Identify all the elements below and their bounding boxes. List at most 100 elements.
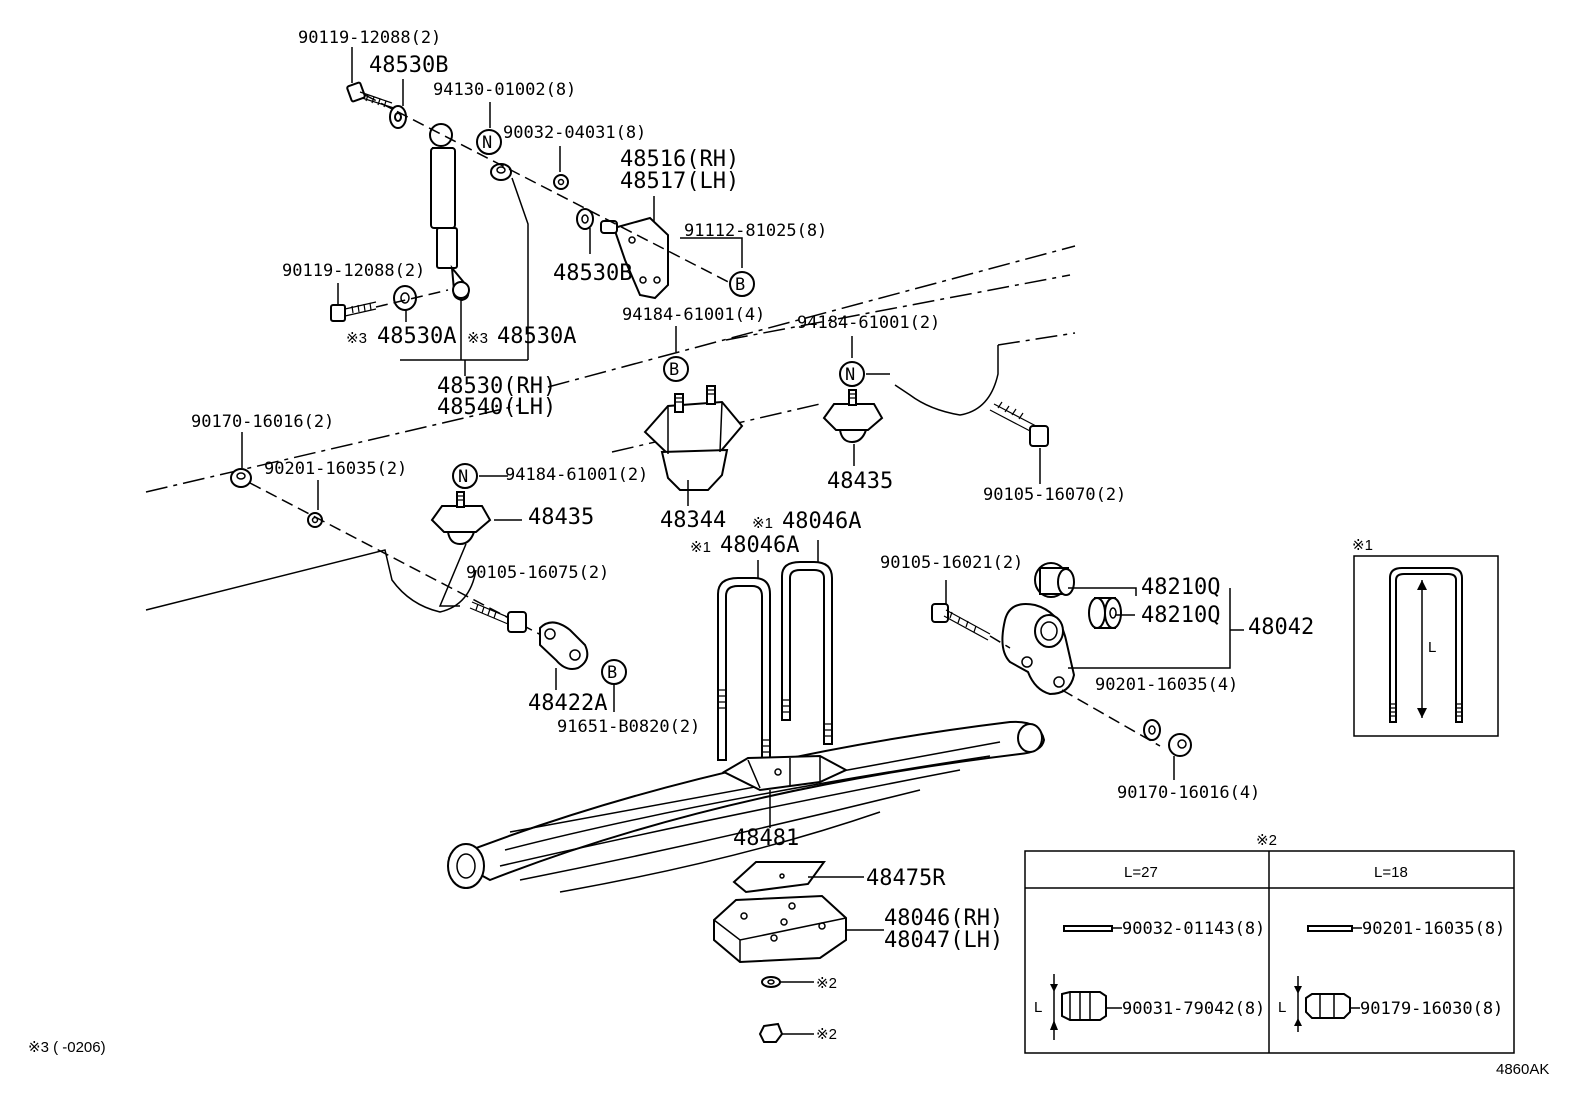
- u-bolt-48046a-front: [717, 577, 771, 761]
- label-94184-4: 94184-61001(4): [622, 305, 765, 325]
- label-94184-2a: 94184-61001(2): [797, 313, 940, 333]
- label-48540lh: 48540(LH): [437, 395, 556, 420]
- label-91651: 91651-B0820(2): [557, 717, 700, 737]
- label-48530b-mid: 48530B: [553, 261, 632, 286]
- pad-48475r: [732, 861, 826, 894]
- label-48475r: 48475R: [866, 866, 946, 891]
- inset-1-title: ※1: [1352, 537, 1373, 554]
- label-48435-left: 48435: [528, 505, 594, 530]
- bushing-48530b-top: [389, 105, 407, 129]
- label-48530a-right: 48530A: [497, 324, 576, 349]
- label-48046a-2: 48046A: [720, 533, 799, 558]
- label-48530rh: 48530(RH): [437, 374, 556, 399]
- circle-marker-b-2: B: [663, 356, 689, 382]
- ref-mark-2a: ※2: [816, 975, 837, 992]
- circle-marker-b-3: B: [601, 659, 627, 685]
- nut-90170-right: [1168, 733, 1192, 757]
- label-48517: 48517(LH): [620, 169, 739, 194]
- nut-94130: [490, 163, 512, 181]
- label-90032: 90032-04031(8): [503, 123, 646, 143]
- label-48422a: 48422A: [528, 691, 607, 716]
- shackle-48422a: [539, 621, 589, 670]
- label-90119-mid: 90119-12088(2): [282, 261, 425, 281]
- bushing-48210q-2: [1088, 597, 1122, 629]
- washer-90201-right: [1143, 719, 1161, 741]
- label-48481: 48481: [733, 826, 799, 851]
- svg-text:N: N: [458, 467, 468, 487]
- diagram-code: 4860AK: [1496, 1061, 1549, 1078]
- plate-48046: [713, 894, 847, 964]
- bolt-90105-16021: [931, 603, 991, 641]
- washer-icon-2: [1307, 925, 1353, 932]
- circle-marker-n-2: N: [839, 361, 865, 387]
- label-90105-16021: 90105-16021(2): [880, 553, 1023, 573]
- bumper-48435-right: [822, 389, 884, 444]
- washer-bottom: [761, 976, 781, 988]
- inset-2-r2c2: 90179-16030(8): [1360, 999, 1503, 1019]
- bolt-90119-top: [346, 81, 395, 109]
- nut-bottom: [758, 1022, 784, 1043]
- label-90170-right: 90170-16016(4): [1117, 783, 1260, 803]
- inset-2-table: ※2 L=27 L=18 90032-01143(8) 90201-16035(…: [1024, 832, 1515, 1054]
- bolt-90105-16075: [469, 601, 527, 633]
- svg-text:B: B: [735, 275, 745, 295]
- bolt-90105-16070: [989, 401, 1049, 447]
- circle-marker-n-1: N: [476, 129, 502, 155]
- inset-2-col1-header: L=27: [1124, 864, 1158, 881]
- label-48042: 48042: [1248, 615, 1314, 640]
- label-48516: 48516(RH): [620, 147, 739, 172]
- circle-marker-n-3: N: [452, 463, 478, 489]
- bushing-48530b-mid: [576, 208, 594, 230]
- inset-2-title: ※2: [1256, 832, 1277, 849]
- bushing-48210q-1: [1034, 562, 1075, 598]
- label-94184-2b: 94184-61001(2): [505, 465, 648, 485]
- label-90201-right: 90201-16035(4): [1095, 675, 1238, 695]
- label-48435-right: 48435: [827, 469, 893, 494]
- shock-absorber-48530: [429, 123, 470, 302]
- label-48530b-top: 48530B: [369, 53, 448, 78]
- ref-mark-2b: ※2: [816, 1026, 837, 1043]
- bump-stop-48344: [643, 385, 744, 491]
- inset-1-dim: L: [1428, 639, 1436, 656]
- washer-icon-1: [1063, 925, 1113, 932]
- label-48210q-2: 48210Q: [1141, 603, 1220, 628]
- label-48047lh: 48047(LH): [884, 928, 1003, 953]
- inset-2-r1c1: 90032-01143(8): [1122, 919, 1265, 939]
- bumper-48435-left: [430, 491, 492, 546]
- u-bolt-48046a-rear: [781, 561, 833, 745]
- svg-text:B: B: [669, 360, 679, 380]
- label-90170-left: 90170-16016(2): [191, 412, 334, 432]
- bracket-48516: [600, 216, 669, 300]
- mark-1-b: ※1: [690, 539, 711, 556]
- label-48344: 48344: [660, 508, 726, 533]
- label-91112: 91112-81025(8): [684, 221, 827, 241]
- inset-2-r1c2: 90201-16035(8): [1362, 919, 1505, 939]
- svg-text:B: B: [607, 663, 617, 683]
- svg-text:L: L: [1278, 999, 1286, 1016]
- label-90201-left: 90201-16035(2): [264, 459, 407, 479]
- mark-1-a: ※1: [752, 515, 773, 532]
- inset-2-r2c1: 90031-79042(8): [1122, 999, 1265, 1019]
- svg-text:N: N: [845, 365, 855, 385]
- label-48046rh: 48046(RH): [884, 906, 1003, 931]
- label-48046a-1: 48046A: [782, 509, 861, 534]
- nut-icon-1: L: [1034, 974, 1107, 1040]
- mark-3-left: ※3: [346, 330, 367, 347]
- label-90119-top: 90119-12088(2): [298, 28, 441, 48]
- leader-lines: [241, 47, 1244, 1035]
- label-48530a-left: 48530A: [377, 324, 456, 349]
- nut-90170-left: [230, 468, 252, 488]
- spring-seat-48481: [721, 754, 849, 792]
- washer-90032: [553, 174, 569, 190]
- nut-icon-2: L: [1278, 976, 1351, 1032]
- label-90105-16070: 90105-16070(2): [983, 485, 1126, 505]
- inset-1: ※1 L: [1352, 537, 1499, 737]
- shackle-48042: [1001, 603, 1076, 696]
- footnote-3: ※3 ( -0206): [28, 1039, 106, 1056]
- mark-3-right: ※3: [467, 330, 488, 347]
- label-48210q-1: 48210Q: [1141, 575, 1220, 600]
- inset-2-col2-header: L=18: [1374, 864, 1408, 881]
- leaf-spring: [447, 720, 1046, 893]
- label-90105-16075: 90105-16075(2): [466, 563, 609, 583]
